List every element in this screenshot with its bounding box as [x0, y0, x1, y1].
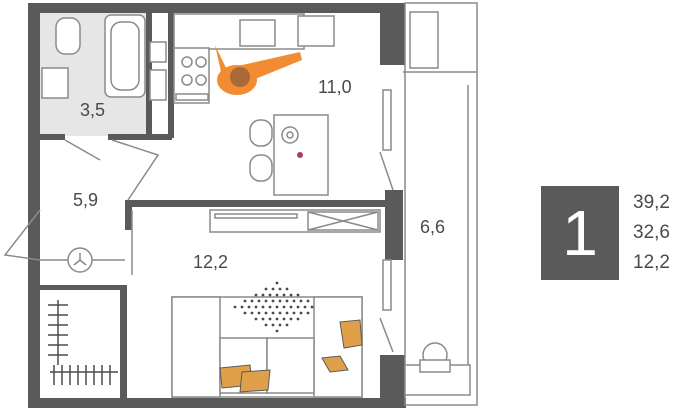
- rug-dot: [257, 311, 261, 315]
- kitchen-area-label: 11,0: [318, 77, 352, 97]
- rug-dot: [275, 281, 279, 285]
- rug-dot: [289, 305, 293, 309]
- rug-dot: [275, 305, 279, 309]
- rug-dot: [310, 305, 314, 309]
- rug-dot: [268, 317, 272, 321]
- living-area-label: 12,2: [193, 252, 228, 272]
- rug-dot: [282, 317, 286, 321]
- rug-dot: [271, 311, 275, 315]
- rooms-count-badge: 1: [541, 186, 619, 280]
- rug-dot: [264, 311, 268, 315]
- wardrobe: [48, 300, 118, 385]
- rug-dot: [275, 329, 279, 333]
- rug-dot: [243, 299, 247, 303]
- walls: [28, 3, 406, 408]
- rug-dot: [275, 293, 279, 297]
- bathroom-fixtures: [41, 14, 167, 101]
- balcony-outline: [403, 2, 478, 406]
- rug-dot: [250, 299, 254, 303]
- rug-dot: [257, 299, 261, 303]
- area-summary: 39,2 32,6 12,2: [633, 188, 685, 278]
- rug-dot: [254, 317, 258, 321]
- rug-dot: [282, 293, 286, 297]
- kitchen-area: 12,2: [633, 252, 670, 273]
- rug-dot: [240, 305, 244, 309]
- rug-dot: [264, 323, 268, 327]
- rug-dot: [289, 293, 293, 297]
- rug-dot: [306, 299, 310, 303]
- rug-dot: [268, 305, 272, 309]
- rug-dot: [285, 323, 289, 327]
- rug-dot: [306, 311, 310, 315]
- rug-dot: [233, 305, 237, 309]
- windows: [379, 89, 394, 353]
- rug-dot: [289, 317, 293, 321]
- rug-dot: [264, 299, 268, 303]
- rug-dot: [275, 317, 279, 321]
- rug-dot: [278, 299, 282, 303]
- rug-dot: [261, 293, 265, 297]
- total-area: 39,2: [633, 192, 670, 213]
- rug-dot: [285, 299, 289, 303]
- rug-dot: [299, 311, 303, 315]
- rooms-count: 1: [562, 197, 598, 269]
- hall-fixture: [67, 247, 93, 273]
- cushions: [219, 319, 363, 393]
- rug-dot: [299, 299, 303, 303]
- rug-dot: [278, 323, 282, 327]
- living-area: 32,6: [633, 222, 670, 243]
- rug-dot: [243, 311, 247, 315]
- rug-dot: [292, 311, 296, 315]
- rug-dot: [271, 287, 275, 291]
- rug-dot: [254, 293, 258, 297]
- rug-dot: [296, 305, 300, 309]
- rug-dot: [278, 311, 282, 315]
- rug-dot: [303, 305, 307, 309]
- rug-dot: [268, 293, 272, 297]
- rug-pattern: [233, 281, 314, 333]
- bathroom-area-label: 3,5: [80, 100, 105, 120]
- rug-dot: [278, 287, 282, 291]
- balcony-area-label: 6,6: [420, 217, 445, 237]
- rug-dot: [254, 305, 258, 309]
- balcony-desk: [404, 342, 471, 396]
- rug-dot: [261, 305, 265, 309]
- rug-dot: [285, 311, 289, 315]
- rug-dot: [261, 317, 265, 321]
- sofa: [171, 296, 363, 398]
- person-illustration: [215, 45, 302, 95]
- rug-dot: [250, 311, 254, 315]
- kitchen-counter: [173, 13, 335, 104]
- rug-dot: [285, 287, 289, 291]
- rug-dot: [247, 305, 251, 309]
- rug-dot: [264, 287, 268, 291]
- hall-area-label: 5,9: [73, 190, 98, 210]
- rug-dot: [271, 323, 275, 327]
- rug-dot: [282, 305, 286, 309]
- rug-dot: [296, 317, 300, 321]
- rug-dot: [292, 299, 296, 303]
- rug-dot: [271, 299, 275, 303]
- dining-table: [249, 114, 329, 196]
- rug-dot: [296, 293, 300, 297]
- tv-unit: [209, 209, 381, 233]
